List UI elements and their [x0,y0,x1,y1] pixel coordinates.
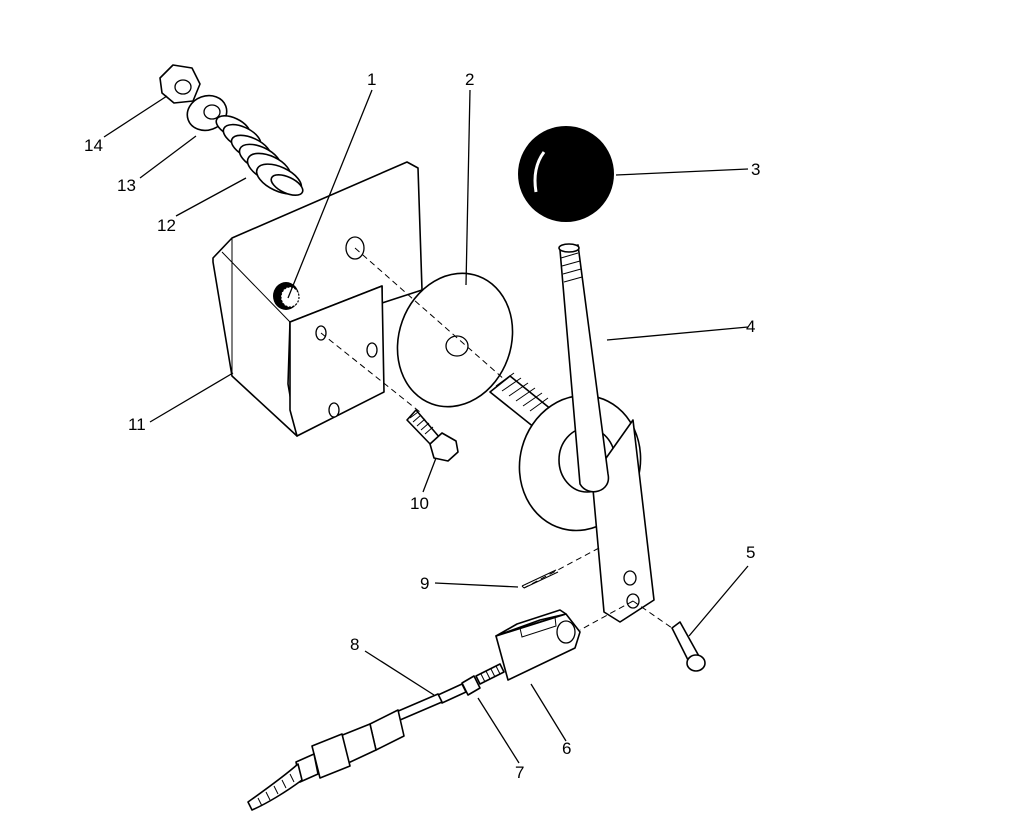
callout-9: 9 [420,574,429,593]
callout-2: 2 [465,70,474,89]
cotter-pin [521,569,559,589]
spring [215,115,304,197]
callout-8: 8 [350,635,359,654]
callout-7: 7 [515,763,524,782]
bolt [406,409,459,462]
callout-12: 12 [157,216,176,235]
leader-lines [103,89,749,764]
bracket [212,161,423,437]
callout-3: 3 [751,160,760,179]
assembly-lines [320,247,673,631]
cable-assembly [247,663,505,811]
clevis [495,609,581,681]
shift-lever [489,243,655,623]
callout-14: 14 [84,136,103,155]
callout-1: 1 [367,70,376,89]
knob [518,126,614,222]
lock-washer [273,282,300,310]
callout-10: 10 [410,494,429,513]
callout-4: 4 [746,317,755,336]
callout-5: 5 [746,543,755,562]
pin [671,621,706,672]
callout-11: 11 [128,415,146,434]
hex-nut [159,64,201,104]
callout-6: 6 [562,739,571,758]
callout-13: 13 [117,176,136,195]
flat-washer [396,272,514,408]
